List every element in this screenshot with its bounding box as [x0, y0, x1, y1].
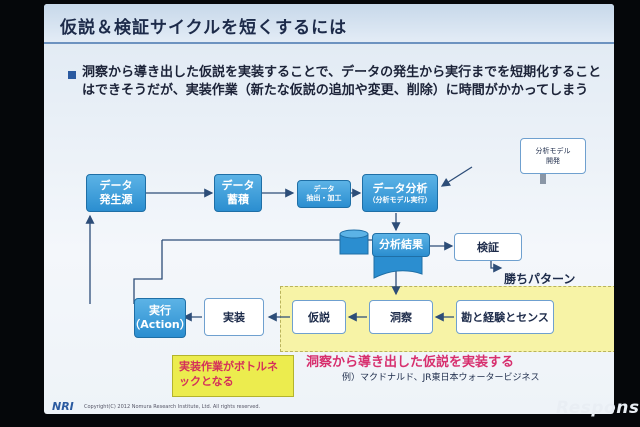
data-store-box: データ 蓄積	[214, 174, 262, 212]
data-source-label: データ 発生源	[99, 179, 133, 206]
nri-logo: NRI	[52, 400, 74, 413]
slide-title: 仮説＆検証サイクルを短くするには	[60, 18, 348, 38]
analysis-title: データ分析	[372, 181, 428, 195]
analysis-box: データ分析 （分析モデル実行）	[362, 174, 438, 212]
data-source-box: データ 発生源	[86, 174, 146, 212]
implement-box: 実装	[204, 298, 264, 336]
action-subtitle: （Action）	[129, 318, 191, 331]
win-pattern-label: 勝ちパターン	[504, 272, 576, 286]
results-database-icon	[339, 229, 369, 255]
slide: 仮説＆検証サイクルを短くするには 洞察から導き出した仮説を実装することで、データ…	[44, 4, 614, 414]
response-watermark: Response.	[556, 398, 640, 418]
insight-label: 洞察	[390, 311, 412, 324]
action-title: 実行	[149, 304, 171, 317]
data-store-label: データ 蓄積	[221, 179, 255, 206]
results-box: 分析結果	[372, 233, 430, 257]
title-bar: 仮説＆検証サイクルを短くするには	[44, 4, 614, 44]
bullet-square-icon	[68, 71, 76, 79]
results-label: 分析結果	[379, 238, 423, 251]
insight-box: 洞察	[369, 300, 433, 334]
example-text: 例）マクドナルド、JR東日本ウォータービジネス	[342, 373, 540, 383]
bullet-text: 洞察から導き出した仮説を実装することで、データの発生から実行までを短期化すること…	[82, 65, 602, 98]
implement-hypothesis-text: 洞察から導き出した仮説を実装する	[306, 355, 515, 370]
extract-box: データ 抽出・加工	[297, 180, 351, 208]
copyright-text: Copyright(C) 2012 Nomura Research Instit…	[84, 404, 261, 410]
verify-box: 検証	[454, 233, 522, 261]
model-dev-label: 分析モデル 開発	[535, 147, 571, 165]
action-box: 実行 （Action）	[129, 298, 191, 338]
results-document-icon	[373, 253, 423, 279]
bottleneck-callout: 実装作業がボトルネックとなる	[172, 355, 294, 397]
analysis-subtitle: （分析モデル実行）	[368, 195, 432, 204]
hypothesis-box: 仮説	[292, 300, 346, 334]
model-dev-box: 分析モデル 開発	[520, 138, 586, 174]
extract-label: データ 抽出・加工	[306, 185, 342, 202]
intuition-label: 勘と経験とセンス	[461, 311, 549, 324]
intuition-box: 勘と経験とセンス	[456, 300, 554, 334]
hypothesis-label: 仮説	[308, 311, 330, 324]
verify-label: 検証	[477, 241, 499, 254]
implement-label: 実装	[223, 311, 245, 324]
